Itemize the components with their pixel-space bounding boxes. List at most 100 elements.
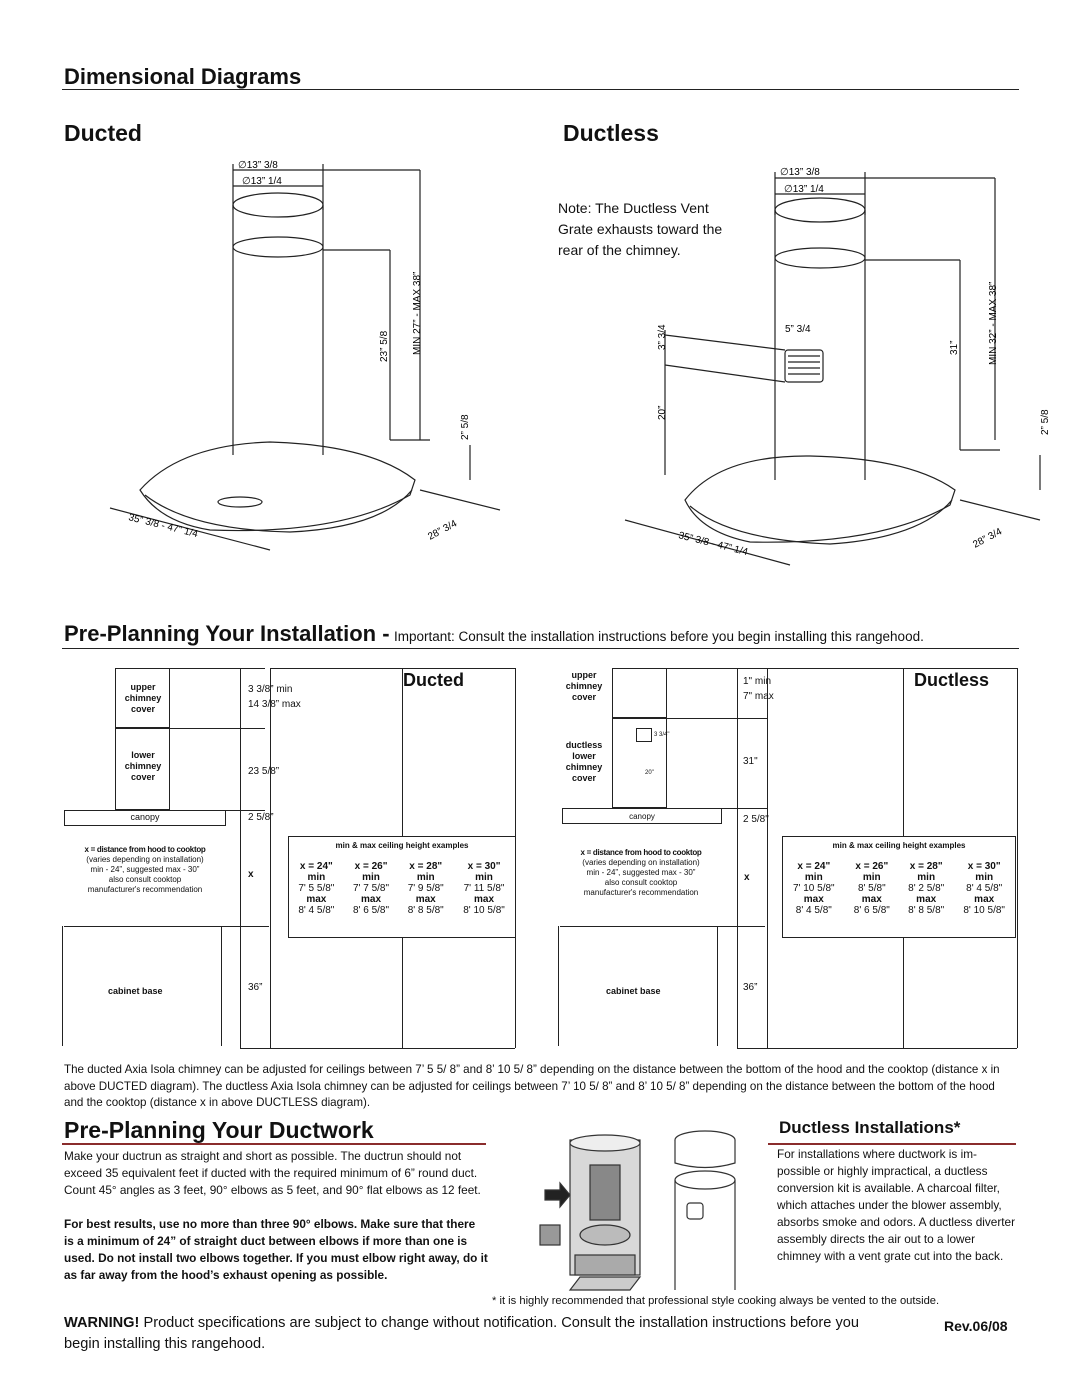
ductless-depth-label: 28” 3/4 — [971, 526, 1004, 551]
ducted-heading: Ducted — [64, 120, 142, 146]
ductless-cabinet-label: cabinet base — [606, 986, 661, 996]
ductless-upper-min: 1" min — [743, 676, 772, 687]
ducted-max-4: max — [474, 894, 495, 905]
ducted-col-4: x = 30" — [467, 861, 501, 872]
ducted-canopy-dim: 2 5/8” — [248, 812, 274, 823]
ducted-cabinet-dim: 36” — [248, 982, 263, 993]
ducted-upper-min: 3 3/8” min — [248, 684, 293, 695]
ductless-grate-dim: 3 3/4" — [654, 732, 670, 738]
ductless-min-1: min — [804, 872, 823, 883]
ductless-dia-inner-label: ∅13” 1/4 — [784, 184, 824, 195]
ductless-x-note3: also consult cooktop — [604, 878, 678, 887]
ductless-table-title: min & max ceiling height examples — [832, 841, 966, 850]
ductless-min-val-3: 8' 2 5/8" — [908, 883, 945, 894]
ducted-lower-dim: 23 5/8” — [248, 766, 280, 777]
ducted-min-2: min — [362, 872, 380, 883]
ducted-table-title: min & max ceiling height examples — [335, 841, 469, 850]
ductless-col-1: x = 24" — [797, 861, 831, 872]
lower-height-label: 20” — [657, 406, 668, 420]
ductless-hood-drawing: ∅13” 3/8 ∅13” 1/4 3” 3/4 5” 3/4 20” 31” … — [624, 167, 1051, 566]
ductless-upper-max: 7" max — [743, 691, 774, 702]
ductless-lower-label: ductless lower chimney cover — [565, 740, 603, 783]
ducted-min-val-4: 7' 11 5/8" — [463, 883, 505, 894]
ducted-x-note2: min - 24”, suggested max - 30” — [90, 865, 200, 874]
ducted-min-3: min — [416, 872, 435, 883]
chimney-height-label: 23” 5/8 — [379, 330, 390, 362]
ducted-x-def: x = distance from hood to cooktop — [84, 845, 206, 854]
ductless-min-val-2: 8' 5/8" — [857, 883, 886, 894]
grate-height-label: 3” 3/4 — [657, 324, 668, 350]
ductless-canopy-label: canopy — [629, 812, 655, 821]
ducted-canopy-label: canopy — [130, 812, 160, 822]
ducted-x-label: x — [248, 869, 254, 880]
ducted-min-val-3: 7' 9 5/8" — [407, 883, 444, 894]
ductless-cabinet-dim: 36” — [743, 982, 758, 993]
width-label: 35” 3/8 - 47” 1/4 — [127, 512, 199, 540]
preplan-heading: Pre-Planning Your Installation - Importa… — [64, 621, 924, 647]
ductless-lower-inner-dim: 20" — [645, 770, 654, 776]
ducted-max-2: max — [361, 894, 382, 905]
footnote: * it is highly recommended that professi… — [492, 1295, 940, 1307]
ductless-heading: Ductless — [563, 120, 659, 146]
footer-warning: WARNING! Product specifications are subj… — [64, 1313, 894, 1355]
ductless-lower-dim: 31" — [743, 756, 758, 767]
ductless-min-4: min — [975, 872, 994, 883]
dia-inner-label: ∅13” 1/4 — [242, 176, 282, 187]
ducted-upper-max: 14 3/8” max — [248, 699, 301, 710]
ductless-max-4: max — [974, 894, 995, 905]
ducted-install-label: Ducted — [403, 670, 465, 690]
ducted-height-table: min & max ceiling height examples x = 24… — [288, 836, 516, 938]
ductless-x-note1: (varies depending on installation) — [582, 858, 700, 867]
ductless-min-2: min — [862, 872, 881, 883]
ductless-chimney-height-label: 31” — [949, 341, 960, 355]
ducted-hood-drawing: ∅13” 3/8 ∅13” 1/4 23” 5/8 MIN 27” - MAX … — [109, 160, 501, 551]
warning-label: WARNING! — [64, 1315, 140, 1331]
ductless-upper-label: upper chimney cover — [565, 670, 603, 702]
ductwork-title: Pre-Planning Your Ductwork — [64, 1117, 374, 1143]
ductless-max-val-3: 8' 8 5/8" — [908, 905, 945, 916]
ductless-install-label: Ductless — [914, 670, 990, 690]
ductless-max-val-1: 8' 4 5/8" — [795, 905, 832, 916]
ducted-max-val-4: 8' 10 5/8" — [463, 905, 505, 916]
ductless-x-note4: manufacturer's recommendation — [583, 888, 699, 897]
ductless-max-2: max — [861, 894, 882, 905]
ducted-lower-label: lower chimney cover — [124, 750, 162, 782]
ducted-max-3: max — [415, 894, 436, 905]
title-rule — [62, 89, 1019, 90]
ducted-x-note4: manufacturer's recommendation — [87, 885, 203, 894]
ducted-cabinet-label: cabinet base — [108, 986, 163, 996]
ducted-min-val-1: 7' 5 5/8" — [298, 883, 335, 894]
ducted-x-note1: (varies depending on installation) — [86, 855, 204, 864]
ductless-dia-outer-label: ∅13” 3/8 — [780, 167, 820, 178]
ductless-max-val-4: 8' 10 5/8" — [963, 905, 1005, 916]
ductless-width-label: 35” 3/8 - 47” 1/4 — [677, 530, 749, 558]
depth-label: 28” 3/4 — [426, 518, 459, 543]
ductless-installs-p: For installations where ductwork is im- … — [777, 1147, 1016, 1263]
ductless-min-max-label: MIN 32” - MAX 38” — [988, 282, 999, 365]
min-max-label: MIN 27” - MAX 38” — [412, 272, 423, 355]
ductless-canopy-dim: 2 5/8" — [743, 814, 769, 825]
ducted-max-1: max — [306, 894, 327, 905]
ductless-note: Note: The Ductless Vent Grate exhausts t… — [558, 200, 723, 258]
dia-outer-label: ∅13” 3/8 — [238, 160, 278, 171]
summary-paragraph: The ducted Axia Isola chimney can be adj… — [64, 1063, 1000, 1109]
ducted-min-4: min — [475, 872, 493, 883]
ductless-col-3: x = 28" — [909, 861, 943, 872]
ductwork-p2: For best results, use no more than three… — [64, 1217, 488, 1282]
canopy-height-label: 2” 5/8 — [460, 414, 471, 440]
ductless-max-3: max — [916, 894, 937, 905]
ductless-min-val-4: 8' 4 5/8" — [966, 883, 1003, 894]
ducted-max-val-3: 8' 8 5/8" — [407, 905, 444, 916]
preplan-important: Important: Consult the installation inst… — [394, 629, 924, 644]
ductless-max-1: max — [803, 894, 824, 905]
ducted-upper-label: upper chimney cover — [124, 682, 162, 714]
ducted-col-2: x = 26" — [354, 861, 388, 872]
ducted-max-val-2: 8' 6 5/8" — [353, 905, 390, 916]
ductless-installs-title: Ductless Installations* — [779, 1118, 961, 1137]
ductless-col-4: x = 30" — [967, 861, 1001, 872]
ducted-max-val-1: 8' 4 5/8" — [298, 905, 335, 916]
page-title: Dimensional Diagrams — [64, 64, 302, 89]
ductwork-p1: Make your ductrun as straight and short … — [64, 1149, 481, 1197]
ducted-col-3: x = 28" — [409, 861, 443, 872]
ductless-installs-rule — [768, 1143, 1016, 1145]
